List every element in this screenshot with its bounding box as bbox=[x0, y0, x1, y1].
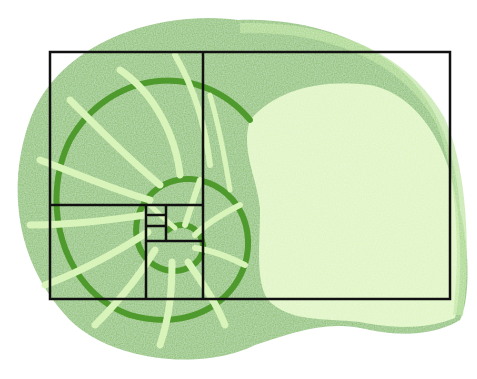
shell-body bbox=[18, 18, 468, 359]
